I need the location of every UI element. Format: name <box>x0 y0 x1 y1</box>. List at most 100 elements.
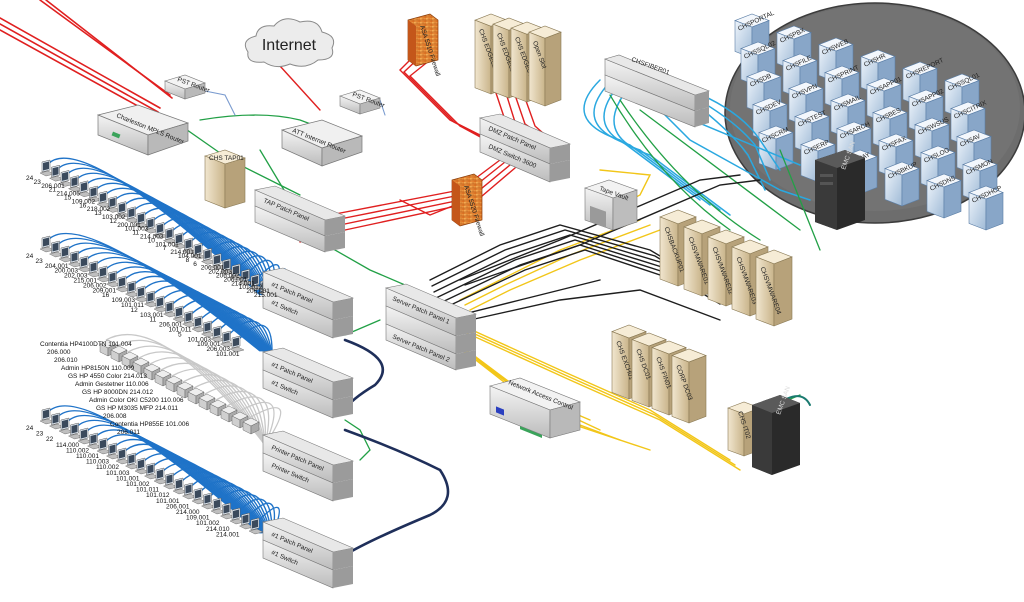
workstation[interactable] <box>248 274 264 291</box>
workstation[interactable] <box>219 258 236 276</box>
workstation[interactable] <box>115 447 131 465</box>
workstation[interactable] <box>210 497 226 515</box>
workstation[interactable] <box>58 245 74 263</box>
workstation[interactable] <box>172 477 188 495</box>
workstation[interactable] <box>229 263 245 281</box>
workstation[interactable] <box>86 260 103 278</box>
printer[interactable] <box>198 393 216 411</box>
workstation[interactable] <box>48 164 65 182</box>
workstation[interactable] <box>58 417 74 435</box>
workstation[interactable] <box>77 427 93 445</box>
patch-panel-stack-1[interactable]: #1 Patch Panel #1 Switch <box>261 267 355 339</box>
workstation[interactable] <box>67 422 84 440</box>
workstation[interactable] <box>124 280 141 298</box>
workstation[interactable] <box>39 159 55 177</box>
port-label: 23 <box>34 179 42 186</box>
port-label: 101.011 <box>136 487 159 494</box>
workstation[interactable] <box>172 305 188 323</box>
edge-server-3[interactable]: Open Slot <box>528 25 562 107</box>
dc-server-29[interactable]: CHSDHCP <box>968 185 1004 231</box>
port-label: 218.002 <box>87 206 111 213</box>
workstation[interactable] <box>172 232 188 250</box>
firewall-asa5520[interactable]: ASA 5520 Firewall <box>451 173 485 238</box>
tape-vault[interactable]: Tape Vault <box>584 179 638 231</box>
workstation[interactable] <box>143 462 160 480</box>
tap-server[interactable]: CHS TAP01 <box>204 149 246 209</box>
port-label: 8 <box>186 257 190 264</box>
server-patch-panels[interactable]: Server Patch Panel 1 Server Patch Panel … <box>384 283 478 371</box>
workstation[interactable] <box>86 185 103 203</box>
firewall-asa5510[interactable]: ASA 5510 Firewall <box>407 13 441 78</box>
workstation[interactable] <box>96 190 112 208</box>
workstation[interactable] <box>153 295 169 313</box>
port-label: 206.002 <box>83 282 107 289</box>
workstation[interactable] <box>124 206 141 224</box>
workstation[interactable] <box>191 315 207 333</box>
workstation[interactable] <box>105 442 122 460</box>
workstation[interactable] <box>210 253 226 270</box>
workstation[interactable] <box>105 196 122 213</box>
workstation[interactable] <box>200 320 217 338</box>
workstation[interactable] <box>181 237 198 255</box>
workstation[interactable] <box>67 250 84 268</box>
port-label: 6 <box>193 261 197 268</box>
workstation[interactable] <box>219 502 236 520</box>
workstation[interactable] <box>48 240 65 258</box>
printer[interactable] <box>242 417 260 435</box>
workstation[interactable] <box>39 235 55 253</box>
workstation[interactable] <box>162 227 179 244</box>
workstation[interactable] <box>181 310 198 328</box>
workstation[interactable] <box>162 300 179 318</box>
tap-patch-panel[interactable]: TAP Patch Panel <box>253 185 347 253</box>
workstation[interactable] <box>143 290 160 308</box>
mpls-router[interactable]: Charleston MPLS Router <box>96 104 190 156</box>
workstation[interactable] <box>115 201 131 218</box>
workstation[interactable] <box>229 335 245 353</box>
workstation[interactable] <box>134 285 150 303</box>
workstation[interactable] <box>134 457 150 475</box>
workstation[interactable] <box>115 275 131 293</box>
workstation[interactable] <box>134 211 150 229</box>
dc-server-27[interactable]: CHSBKUP <box>884 161 920 207</box>
network-access-control[interactable]: Network Access Control <box>489 377 581 439</box>
workstation[interactable] <box>238 268 255 286</box>
workstation[interactable] <box>210 325 226 343</box>
workstation[interactable] <box>191 487 207 505</box>
workstation[interactable] <box>86 432 103 450</box>
workstation[interactable] <box>77 180 93 198</box>
pst-router-1[interactable]: PST Router <box>164 74 211 100</box>
printer[interactable] <box>143 363 161 381</box>
workstation[interactable] <box>162 472 179 490</box>
workstation[interactable] <box>229 507 245 525</box>
workstation[interactable] <box>58 170 74 187</box>
workstation[interactable] <box>191 242 207 260</box>
workstation[interactable] <box>143 216 160 234</box>
workstation[interactable] <box>96 265 112 283</box>
workstation[interactable] <box>77 255 93 273</box>
port-label: 24 <box>26 175 34 182</box>
workstation[interactable] <box>200 248 217 265</box>
workstation[interactable] <box>153 467 169 485</box>
dc-server-28[interactable]: CHSDNS <box>926 173 962 219</box>
printer[interactable] <box>165 375 183 393</box>
port-label: 11 <box>150 317 157 324</box>
workstation[interactable] <box>105 270 122 288</box>
workstation[interactable] <box>67 175 84 192</box>
pst-router-2[interactable]: PST Router <box>339 89 386 115</box>
patch-panel-stack-3[interactable]: #1 Patch Panel #1 Switch <box>261 517 355 589</box>
workstation[interactable] <box>48 412 65 430</box>
fiber-switch[interactable]: CHSFIBER01 <box>604 54 710 128</box>
vm-server-4[interactable]: CHSVMWARE04 <box>755 249 793 327</box>
printer-patch-stack[interactable]: Printer Patch Panel Printer Switch <box>261 430 355 502</box>
app-server-3[interactable]: CORP DC03 <box>671 348 707 424</box>
workstation[interactable] <box>153 222 169 239</box>
dc-server-15[interactable]: CHSBES <box>872 105 908 151</box>
patch-panel-stack-2[interactable]: #1 Patch Panel #1 Switch <box>261 347 355 419</box>
workstation[interactable] <box>238 512 255 530</box>
workstation[interactable] <box>200 492 217 510</box>
att-router[interactable]: ATT Internet Router <box>280 119 364 167</box>
port-label: 101.001 <box>155 241 179 248</box>
workstation[interactable] <box>96 437 112 455</box>
san-rack[interactable]: EMC SAN <box>815 140 865 230</box>
dmz-patch-panel[interactable]: DMZ Patch Panel DMZ Switch 3600 <box>478 113 572 183</box>
